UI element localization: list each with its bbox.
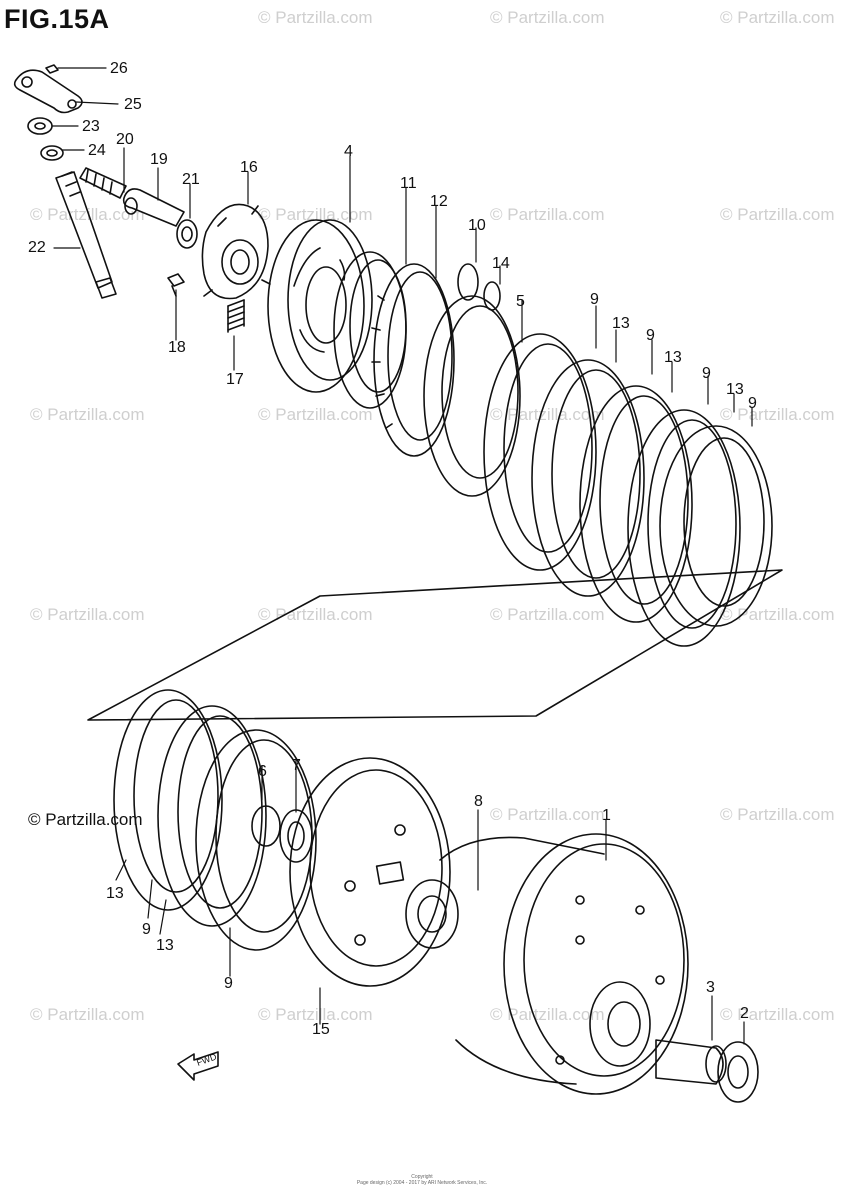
callout-3: 3 [706,979,715,996]
callout-18: 18 [168,339,186,356]
bearing-21 [176,219,198,249]
washer-23 [27,117,53,135]
watermark: © Partzilla.com [258,405,373,424]
callout-9: 9 [748,395,757,412]
callout-9: 9 [224,975,233,992]
callout-12: 12 [430,193,448,210]
plate-5 [423,295,521,497]
callout-14: 14 [492,255,510,272]
watermark: © Partzilla.com [720,205,835,224]
callout-6: 6 [258,763,267,780]
callout-26: 26 [110,60,128,77]
callout-22: 22 [28,239,46,256]
watermark: © Partzilla.com [720,405,835,424]
callout-4: 4 [344,143,353,160]
callout-20: 20 [116,131,134,148]
washer-10 [457,263,479,301]
callout-13: 13 [612,315,630,332]
footer-credit: Page design (c) 2004 - 2017 by ARI Netwo… [356,1180,488,1186]
callout-25: 25 [124,96,142,113]
watermark: © Partzilla.com [490,205,605,224]
watermark: © Partzilla.com [490,1005,605,1024]
gear-ring-12 [371,263,455,457]
connector-outline [87,569,783,721]
direction-arrow-icon [177,1051,219,1081]
callout-7: 7 [292,757,301,774]
callout-11: 11 [400,175,417,192]
callout-9: 9 [702,365,711,382]
footer-copyright: Copyright [411,1174,433,1180]
callout-21: 21 [182,171,200,188]
thrust-washer-8 [405,879,459,949]
watermark: © Partzilla.com [258,1005,373,1024]
watermark: © Partzilla.com [490,605,605,624]
callout-17: 17 [226,371,244,388]
callout-9: 9 [646,327,655,344]
callout-23: 23 [82,118,100,135]
leader-lines [51,67,753,1045]
watermark: © Partzilla.com [490,805,605,824]
watermark: © Partzilla.com [720,805,835,824]
clutch-hub-15 [289,757,451,987]
spacer-3 [655,1039,727,1085]
watermark: © Partzilla.com [258,605,373,624]
callout-1: 1 [602,807,611,824]
watermark: © Partzilla.com [30,405,145,424]
callout-19: 19 [150,151,168,168]
watermark: © Partzilla.com [30,205,145,224]
plate-stack-9-13 [483,333,773,647]
callout-15: 15 [312,1021,330,1038]
release-arm-25 [13,69,83,114]
pressure-plate-16 [201,203,271,300]
plate-stack-9-13-lower [113,689,267,927]
watermark: © Partzilla.com [720,605,835,624]
callout-13: 13 [664,349,682,366]
callout-9: 9 [590,291,599,308]
callout-13: 13 [726,381,744,398]
callout-24: 24 [88,142,106,159]
callout-10: 10 [468,217,486,234]
callout-16: 16 [240,159,258,176]
washer-7 [279,809,313,863]
watermark: © Partzilla.com [258,205,373,224]
pin-19 [122,188,185,227]
watermark: © Partzilla.com [30,605,145,624]
figure-title: FIG.15A [4,4,110,34]
fwd-label: FWD [195,1051,218,1068]
callout-8: 8 [474,793,483,810]
pushrod-20 [79,167,127,199]
watermark: © Partzilla.com [30,1005,145,1024]
spring-17 [227,299,245,333]
callout-5: 5 [516,293,525,310]
primary-driven-gear-1 [439,833,689,1095]
washer-2 [717,1041,759,1103]
watermark: © Partzilla.com [258,8,373,27]
clutch-drum-4 [267,219,373,393]
release-arm-26-screw [45,64,59,74]
callout-2: 2 [740,1005,749,1022]
watermark: © Partzilla.com [720,8,835,27]
washer-24 [40,145,64,161]
callout-13: 13 [156,937,174,954]
plate-11 [333,251,407,409]
watermark: © Partzilla.com [490,8,605,27]
callout-9: 9 [142,921,151,938]
bolt-18 [167,273,185,297]
watermark: © Partzilla.com [720,1005,835,1024]
callout-13: 13 [106,885,124,902]
pushrod-22 [55,171,117,299]
